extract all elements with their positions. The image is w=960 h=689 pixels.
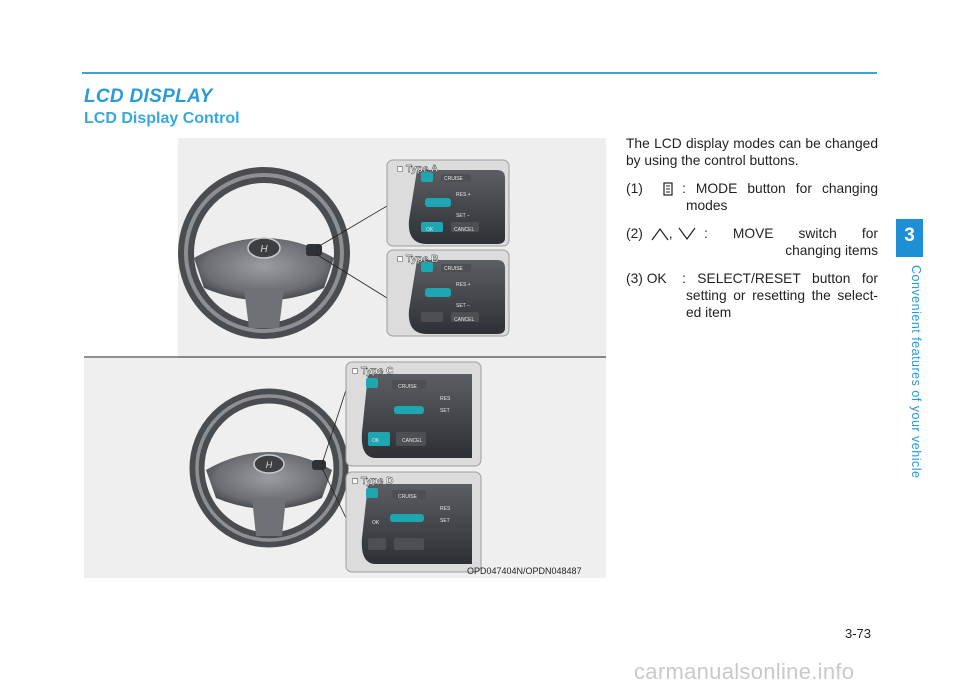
item-number: (3) OK bbox=[626, 271, 667, 286]
item-number: (1) bbox=[626, 181, 643, 196]
watermark: carmanualsonline.info bbox=[634, 659, 855, 684]
button-label: SET − bbox=[456, 303, 470, 309]
panel-type-c bbox=[345, 361, 482, 467]
chapter-caption: Convenient features of your vehicle bbox=[909, 265, 923, 479]
button-label: RES + bbox=[456, 282, 471, 288]
button-label: OK bbox=[372, 520, 380, 526]
list-item: (2) , : MOVE switch for changing items bbox=[626, 225, 878, 259]
mode-icon bbox=[663, 182, 673, 196]
callout-line bbox=[321, 467, 347, 519]
button-label: CRUISE bbox=[398, 494, 418, 500]
steering-wheel-figure: H bbox=[84, 138, 606, 578]
chevron-down-icon bbox=[678, 228, 696, 241]
button-label: CRUISE bbox=[398, 384, 418, 390]
page-number: 3-73 bbox=[845, 626, 872, 641]
panel-type-b bbox=[386, 249, 510, 337]
button-label: RES bbox=[440, 396, 451, 402]
chapter-number: 3 bbox=[904, 225, 915, 246]
item-description-continued: changing items bbox=[785, 243, 878, 258]
item-description: : MODE button for changing bbox=[682, 181, 878, 196]
button-label: OK bbox=[426, 227, 434, 233]
svg-text:H: H bbox=[260, 244, 268, 255]
button-label: CANCEL bbox=[454, 227, 475, 233]
button-label: SET bbox=[440, 518, 450, 524]
list-item: (1) : MODE button for changing modes bbox=[626, 180, 878, 214]
button-label: CANCEL bbox=[402, 438, 423, 444]
top-rule bbox=[82, 72, 877, 74]
panel-type-d bbox=[345, 471, 482, 573]
item-description-continued: modes bbox=[686, 198, 728, 213]
panel-label: ■ Type B bbox=[397, 254, 438, 265]
button-label: RES + bbox=[456, 192, 471, 198]
section-title: LCD DISPLAY bbox=[84, 86, 213, 107]
callout-line bbox=[321, 389, 347, 465]
button-label: CRUISE bbox=[444, 176, 464, 182]
item-separator: , bbox=[668, 226, 673, 241]
panel-label: ■ Type D bbox=[352, 476, 393, 487]
item-description: : SELECT/RESET button for bbox=[682, 271, 878, 286]
steering-wheel-top: H bbox=[178, 167, 350, 339]
chapter-tab: 3 bbox=[896, 219, 923, 257]
subsection-title: LCD Display Control bbox=[84, 110, 240, 127]
intro-paragraph: The LCD display modes can be changed by … bbox=[626, 136, 878, 168]
button-label: SET bbox=[440, 408, 450, 414]
item-number: (2) bbox=[626, 226, 643, 241]
list-item: (3) OK : SELECT/RESET button for setting… bbox=[626, 270, 878, 321]
button-label: OK bbox=[372, 438, 380, 444]
button-label: RES bbox=[440, 506, 451, 512]
callout-line bbox=[315, 205, 388, 249]
panel-type-a bbox=[386, 159, 510, 247]
body-text: The LCD display modes can be changed by … bbox=[626, 135, 878, 332]
panel-label: ■ Type A bbox=[397, 164, 438, 175]
steering-wheel-illustration: H bbox=[84, 138, 606, 578]
panel-label: ■ Type C bbox=[352, 366, 393, 377]
steering-wheel-bottom: H bbox=[189, 388, 349, 548]
item-description-continued: setting or resetting the select-ed item bbox=[686, 288, 878, 320]
chevron-up-icon bbox=[651, 228, 669, 241]
callout-line bbox=[315, 253, 388, 299]
button-label: CRUISE bbox=[444, 266, 464, 272]
item-description: : MOVE switch for bbox=[704, 226, 878, 241]
svg-text:H: H bbox=[266, 460, 273, 470]
figure-caption: OPD047404N/OPDN048487 bbox=[467, 566, 582, 576]
button-label: SET − bbox=[456, 213, 470, 219]
button-label: CANCEL bbox=[454, 317, 475, 323]
